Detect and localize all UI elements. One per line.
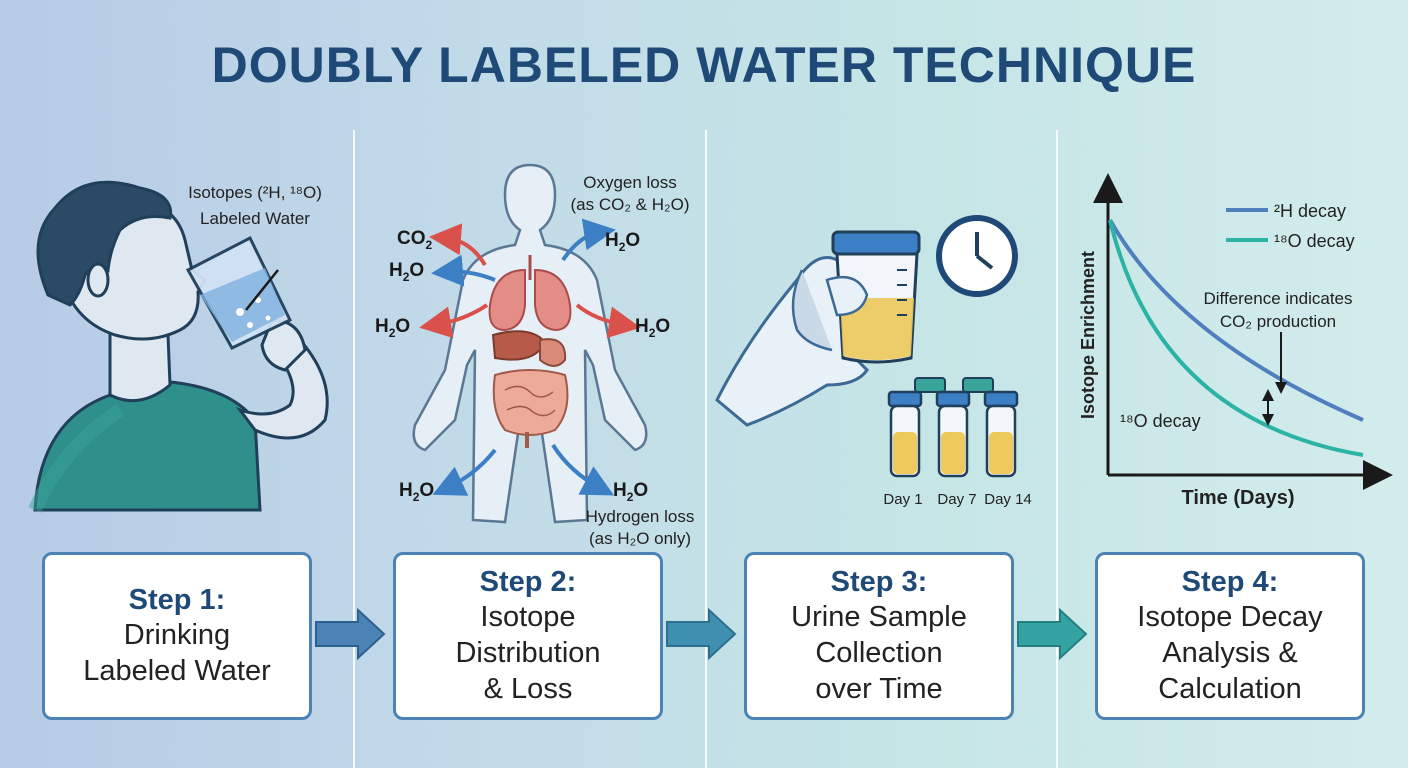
step-3-description: Urine Sample Collection over Time [791, 601, 967, 705]
h2o-label-right-upper: H2O [605, 230, 640, 254]
body-organs-illustration [412, 163, 648, 524]
annotation-line2: CO₂ production [1219, 312, 1337, 331]
panel-drinking: Isotopes (²H, ¹⁸O) Labeled Water [0, 120, 352, 550]
o-text: O [655, 316, 671, 337]
oxygen-loss-line2: (as CO₂ & H₂O) [570, 195, 690, 214]
urine-sample-illustration [715, 215, 1019, 478]
day-label-2: Day 7 [937, 491, 977, 508]
co2-subscript: 2 [425, 237, 433, 252]
step-2-number: Step 2: [479, 566, 577, 598]
o-text: O [625, 230, 641, 251]
h2o-subscript: 2 [618, 239, 626, 254]
h2o-label-right-bottom: H2O [613, 480, 648, 504]
divider-2 [705, 130, 707, 768]
arrow-right-icon [315, 607, 386, 661]
h2-decay-curve [1108, 219, 1364, 422]
oxygen-loss-line1: Oxygen loss [583, 173, 677, 192]
y-axis-label: Isotope Enrichment [1078, 250, 1098, 420]
h2o-subscript: 2 [402, 269, 410, 284]
step-1-description: Drinking Labeled Water [83, 619, 271, 687]
step-3-box: Step 3: Urine Sample Collection over Tim… [744, 552, 1014, 720]
o-text: O [633, 480, 649, 501]
h2o-label-left-bottom: H2O [399, 480, 434, 504]
arrow-right-icon [1017, 607, 1088, 661]
h2o-label-right-middle: H2O [635, 316, 670, 340]
h-text: H [613, 480, 627, 501]
h-text: H [605, 230, 619, 251]
legend-o18: ¹⁸O decay [1274, 231, 1355, 251]
hydrogen-loss-line2: (as H₂O only) [588, 529, 691, 548]
step-2-box: Step 2: Isotope Distribution & Loss [393, 552, 663, 720]
o-text: O [395, 316, 411, 337]
x-axis-label: Time (Days) [1181, 487, 1295, 509]
step-4-box: Step 4: Isotope Decay Analysis & Calcula… [1095, 552, 1365, 720]
isotope-label-line2: Labeled Water [200, 209, 310, 228]
h2o-subscript: 2 [648, 325, 656, 340]
h2o-label-left-upper: H2O [389, 260, 424, 284]
o18-decay-curve [1108, 219, 1364, 457]
h2o-subscript: 2 [388, 325, 396, 340]
co2-label-top: CO2 [397, 228, 432, 252]
person-drinking-illustration [28, 180, 329, 513]
step-4-number: Step 4: [1181, 566, 1279, 598]
step-3-number: Step 3: [830, 566, 928, 598]
h-text: H [635, 316, 649, 337]
divider-3 [1056, 130, 1058, 768]
step-1-number: Step 1: [128, 584, 226, 616]
o-text: O [409, 260, 425, 281]
legend-h2: ²H decay [1274, 201, 1347, 221]
isotope-label-line1: Isotopes (²H, ¹⁸O) [188, 183, 322, 202]
h2o-subscript: 2 [412, 489, 420, 504]
h-text: H [389, 260, 403, 281]
step-2-description: Isotope Distribution & Loss [455, 601, 601, 705]
decay-chart [1093, 173, 1393, 490]
h-text: H [399, 480, 413, 501]
day-label-3: Day 14 [984, 491, 1032, 508]
panel-decay-analysis: Isotope Enrichment Time (Days) ²H decay … [1058, 120, 1408, 550]
h-text: H [375, 316, 389, 337]
h2o-label-left-middle: H2O [375, 316, 410, 340]
annotation-line1: Difference indicates [1203, 289, 1353, 308]
step-4-description: Isotope Decay Analysis & Calculation [1137, 601, 1323, 705]
arrow-right-icon [666, 607, 737, 661]
day-label-1: Day 1 [883, 491, 923, 508]
o-text: O [419, 480, 435, 501]
hydrogen-loss-line1: Hydrogen loss [585, 507, 695, 526]
panel-distribution: CO2 H2O H2O H2O H2O H2O H2O Oxygen loss … [355, 120, 707, 550]
curve-label-o18: ¹⁸O decay [1120, 411, 1201, 431]
h2o-subscript: 2 [626, 489, 634, 504]
co2-text: CO [397, 228, 426, 249]
divider-1 [353, 130, 355, 768]
page-title: DOUBLY LABELED WATER TECHNIQUE [211, 37, 1197, 93]
panel-urine-collection: Day 1 Day 7 Day 14 [707, 120, 1059, 550]
step-1-box: Step 1: Drinking Labeled Water [42, 552, 312, 720]
